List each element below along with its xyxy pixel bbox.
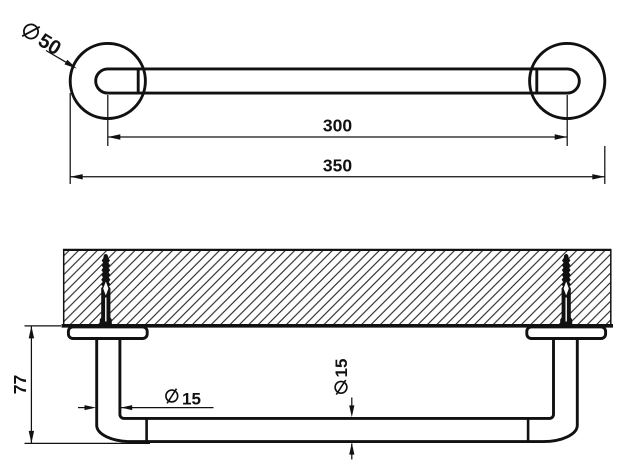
dim-center-distance: 300 bbox=[107, 95, 568, 146]
arrowhead bbox=[70, 174, 83, 180]
towel-bar-outer bbox=[95, 338, 579, 444]
arrowhead bbox=[592, 174, 605, 180]
dim-flange-diameter: 50 bbox=[21, 23, 77, 69]
leader-line bbox=[45, 49, 68, 64]
dim-value: 350 bbox=[323, 155, 352, 175]
arrowhead bbox=[64, 59, 77, 69]
dim-overall-width: 350 bbox=[69, 93, 606, 184]
dim-value: 15 bbox=[332, 359, 351, 378]
dim-post-diameter: 15 bbox=[78, 388, 214, 411]
left-wall-plate bbox=[66, 325, 149, 340]
diameter-icon bbox=[334, 379, 348, 396]
arrowhead bbox=[28, 430, 35, 444]
towel-bar-plan bbox=[94, 67, 581, 95]
dim-value: 77 bbox=[10, 375, 30, 394]
arrowhead bbox=[107, 134, 121, 140]
towel-bar-inner bbox=[118, 338, 555, 420]
section-view: 77 15 15 bbox=[10, 248, 613, 460]
dim-value: 300 bbox=[323, 116, 352, 136]
arrowhead bbox=[554, 134, 568, 140]
dim-height: 77 bbox=[10, 325, 150, 445]
arrowhead bbox=[84, 405, 96, 411]
diameter-icon bbox=[21, 23, 41, 40]
top-view: 50 300 350 bbox=[21, 23, 607, 184]
dim-bar-diameter: 15 bbox=[332, 359, 355, 460]
arrowhead bbox=[28, 325, 35, 339]
right-wall-plate bbox=[525, 325, 608, 340]
wall-section bbox=[63, 249, 611, 326]
dim-value: 50 bbox=[34, 30, 65, 60]
arrowhead bbox=[349, 405, 355, 418]
dim-value: 15 bbox=[182, 390, 201, 409]
diameter-icon bbox=[165, 388, 179, 404]
